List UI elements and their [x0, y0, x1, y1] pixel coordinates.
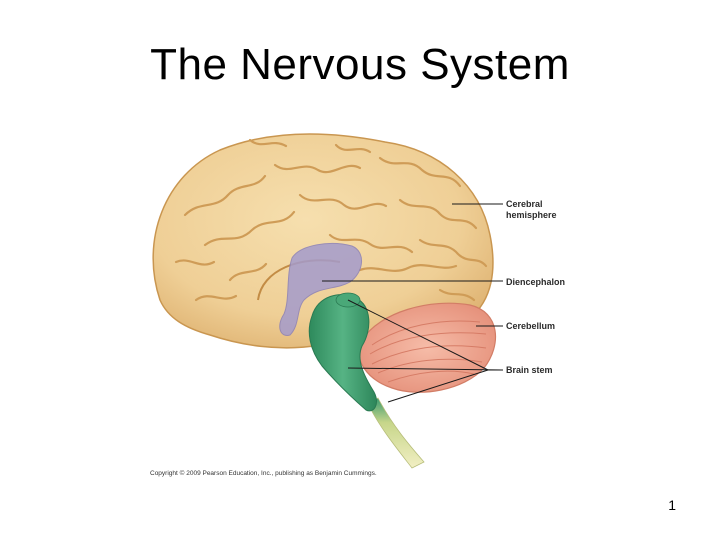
diencephalon-region: [279, 243, 362, 336]
label-cerebral-line1: Cerebral: [506, 199, 543, 209]
copyright-notice: Copyright © 2009 Pearson Education, Inc.…: [150, 470, 377, 477]
page-number: 1: [668, 497, 676, 513]
leader-brainstem-upper: [347, 299, 489, 371]
cerebellum-region: [358, 302, 497, 393]
label-brain-stem: Brain stem: [506, 365, 553, 375]
slide-title: The Nervous System: [150, 40, 570, 89]
leader-brainstem-mid: [347, 367, 504, 371]
leader-lines: [322, 203, 504, 403]
label-cerebral-hemisphere: Cerebral hemisphere: [506, 199, 557, 221]
label-diencephalon: Diencephalon: [506, 277, 566, 287]
label-cerebellum: Cerebellum: [506, 321, 556, 331]
brain-stem-region: [308, 292, 425, 469]
cerebral-hemisphere: [152, 133, 494, 349]
leader-brainstem-lower: [387, 369, 489, 403]
label-cerebral-line2: hemisphere: [506, 210, 557, 220]
